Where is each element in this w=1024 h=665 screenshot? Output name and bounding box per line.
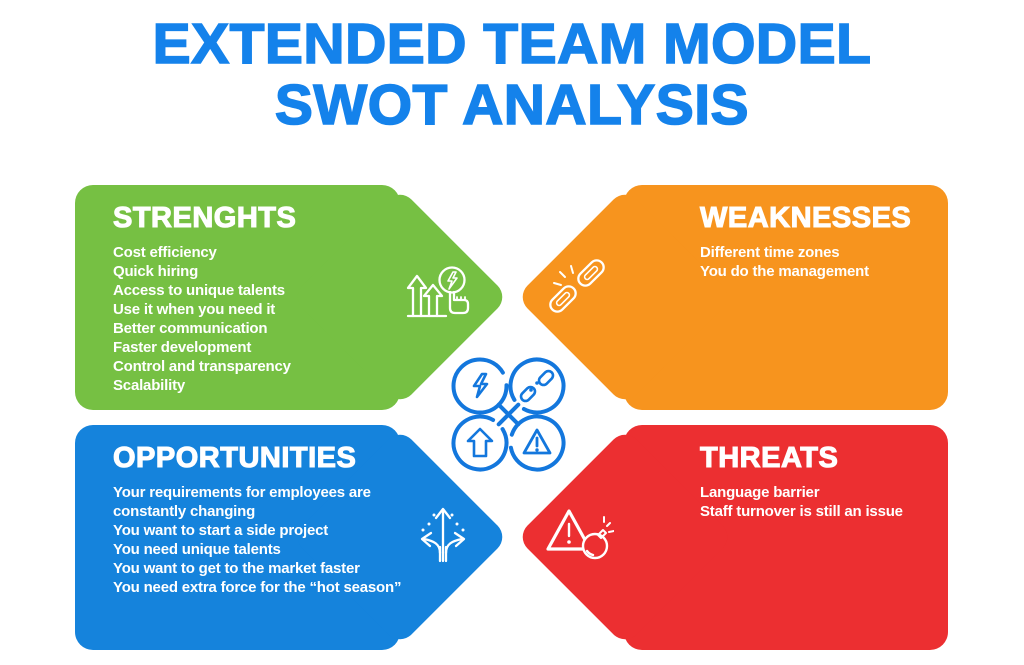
- list-item: You want to start a side project: [113, 522, 329, 539]
- branching-arrows-icon: [420, 507, 466, 563]
- page-title-line2: SWOT ANALYSIS: [274, 73, 750, 137]
- quadrant-opportunities: OPPORTUNITIES Your requirements for empl…: [75, 425, 509, 650]
- broken-chain-icon: [549, 259, 605, 313]
- list-item: Different time zones: [700, 244, 840, 261]
- threats-heading: THREATS: [699, 441, 839, 474]
- page-title-line1: EXTENDED TEAM MODEL: [152, 12, 872, 76]
- list-item: You want to get to the market faster: [113, 560, 360, 577]
- list-item: You need extra force for the “hot season…: [113, 579, 402, 596]
- up-arrow-icon: [466, 427, 494, 458]
- list-item: Control and transparency: [113, 358, 291, 375]
- weaknesses-heading: WEAKNESSES: [699, 201, 912, 234]
- list-item: Access to unique talents: [113, 282, 285, 299]
- list-item: Better communication: [113, 320, 268, 337]
- opportunities-list: Your requirements for employees are cons…: [113, 483, 443, 597]
- warning-bomb-icon: [546, 509, 614, 560]
- list-item: Scalability: [113, 377, 186, 394]
- opportunities-heading: OPPORTUNITIES: [112, 441, 357, 474]
- list-item: Use it when you need it: [113, 301, 276, 318]
- center-connector: [451, 357, 566, 472]
- list-item: Quick hiring: [113, 263, 199, 280]
- list-item: Faster development: [113, 339, 252, 356]
- list-item: You need unique talents: [113, 541, 281, 558]
- warning-triangle-icon: [522, 428, 552, 455]
- chain-link-icon: [519, 369, 555, 403]
- page-title: EXTENDED TEAM MODEL SWOT ANALYSIS: [0, 12, 1024, 137]
- list-item: Language barrier: [700, 484, 820, 501]
- list-item: Cost efficiency: [113, 244, 217, 261]
- list-item: Your requirements for employees are cons…: [113, 484, 371, 520]
- strengths-heading: STRENGHTS: [112, 201, 297, 234]
- lightning-icon: [472, 372, 489, 399]
- list-item: Staff turnover is still an issue: [700, 503, 903, 520]
- growth-tap-icon: [406, 266, 470, 318]
- list-item: You do the management: [700, 263, 869, 280]
